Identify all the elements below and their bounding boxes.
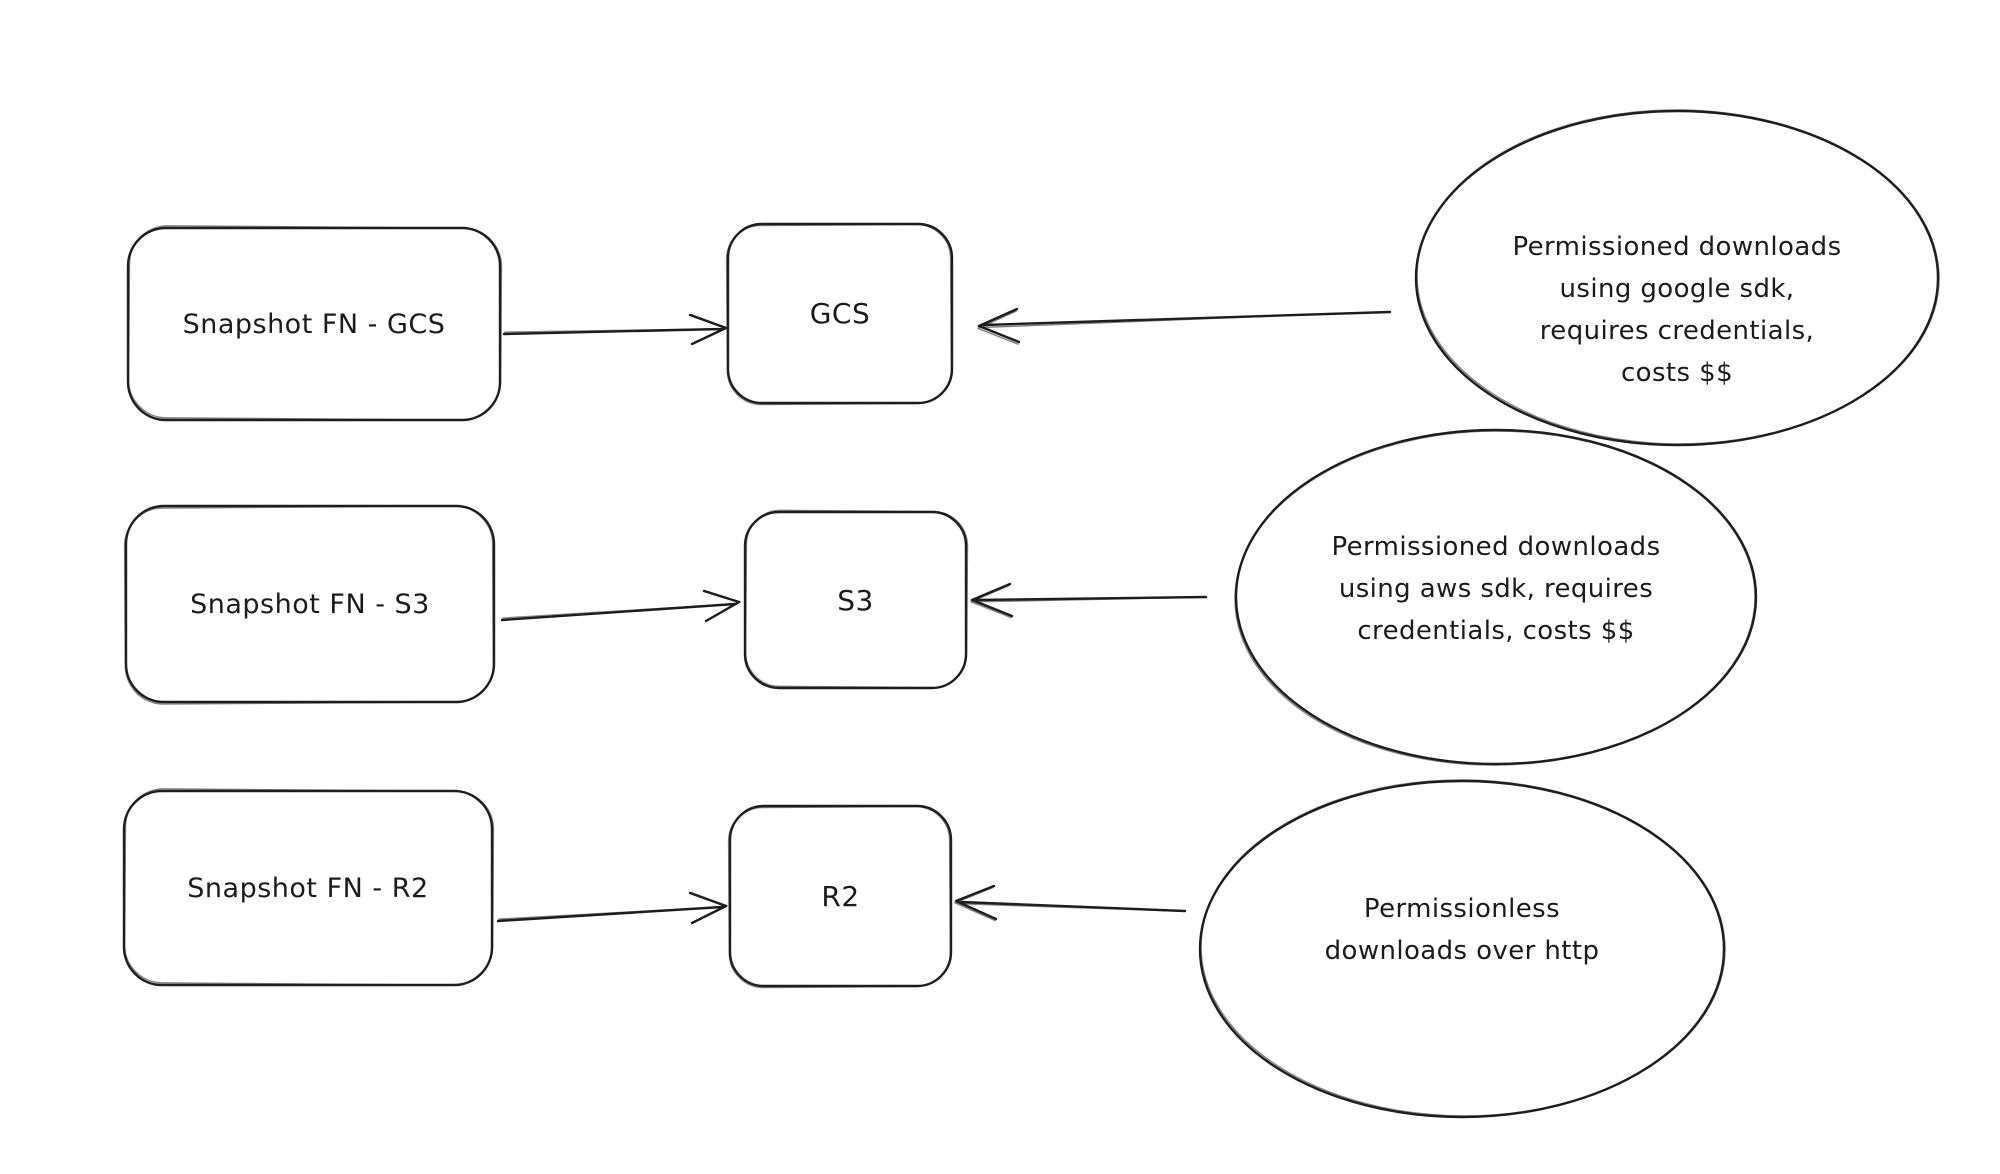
- target-box-label-gcs: GCS: [809, 297, 871, 330]
- arrow-source-to-gcs: [502, 312, 728, 346]
- source-box-label-gcs: Snapshot FN - GCS: [182, 308, 446, 340]
- note-line: using google sdk,: [1559, 274, 1795, 304]
- target-box-label-r2: R2: [821, 879, 860, 913]
- note-line: Permissioned downloads: [1512, 232, 1842, 262]
- note-line: requires credentials,: [1539, 316, 1815, 346]
- note-line: Permissioned downloads: [1331, 532, 1661, 562]
- source-box-label-s3: Snapshot FN - S3: [190, 588, 430, 620]
- note-text-r2: Permissionless downloads over http: [1212, 886, 1712, 974]
- arrow-line-sketch-echo: [977, 307, 1390, 346]
- note-line: costs $$: [1620, 358, 1734, 388]
- note-line: Permissionless: [1363, 894, 1561, 924]
- note-line: credentials, costs $$: [1357, 616, 1635, 646]
- source-box-label-r2: Snapshot FN - R2: [187, 872, 429, 904]
- target-box-label-s3: S3: [837, 583, 874, 617]
- arrow-note-to-s3: [970, 582, 1208, 619]
- arrow-source-to-s3: [500, 588, 741, 623]
- arrow-source-to-r2: [496, 890, 728, 925]
- note-text-gcs: Permissioned downloads using google sdk,…: [1427, 218, 1927, 402]
- note-line: using aws sdk, requires: [1338, 574, 1654, 604]
- arrow-line: [954, 884, 1187, 921]
- note-line: downloads over http: [1324, 936, 1600, 966]
- note-text-s3: Permissioned downloads using aws sdk, re…: [1246, 524, 1746, 654]
- arrow-note-to-gcs: [977, 307, 1392, 346]
- arrow-note-to-r2: [954, 884, 1187, 922]
